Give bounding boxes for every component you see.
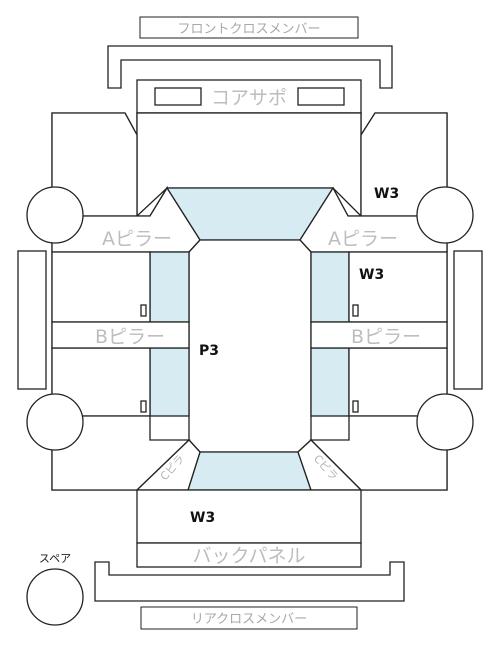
spare-tire: スペア (26, 552, 84, 626)
tire-front-right (416, 186, 474, 244)
tire-rear-right (416, 393, 474, 451)
rear-cross-member-label: リアクロスメンバー (191, 612, 307, 627)
front-bumper (107, 45, 393, 89)
tire-rear-left (26, 393, 84, 451)
front-cross-member: フロントクロスメンバー (139, 16, 359, 39)
front-door-glass-right (310, 251, 350, 323)
door-handle-rear-left (140, 400, 147, 413)
door-handle-front-right (352, 304, 359, 317)
core-support-label: コアサポ (211, 87, 287, 109)
rear-window (187, 451, 312, 491)
rear-cross-member: リアクロスメンバー (140, 606, 358, 630)
code-roof: P3 (199, 343, 219, 359)
headlight-left (154, 87, 202, 106)
side-step-right (453, 250, 483, 390)
rear-door-glass-left (149, 347, 190, 417)
back-panel-box (136, 542, 362, 568)
back-panel-label: バックパネル (192, 545, 305, 567)
code-front-door-glass-right: W3 (359, 267, 384, 283)
rear-cross-member-box (140, 606, 358, 630)
trunk-lid (136, 489, 362, 544)
a-pillar-left-label: Aピラー (102, 228, 172, 250)
b-pillar-right-band (310, 321, 448, 349)
front-door-right (348, 251, 448, 323)
door-handle-front-left (140, 304, 147, 317)
front-door-glass-left (149, 251, 190, 323)
b-pillar-left-band (51, 321, 190, 349)
back-panel: バックパネル (136, 542, 362, 568)
door-handle-rear-right (352, 400, 359, 413)
side-step-left (17, 250, 47, 390)
code-rear-glass: W3 (190, 510, 215, 526)
b-pillar-left-label: Bピラー (95, 326, 165, 348)
front-cross-member-label: フロントクロスメンバー (177, 22, 320, 37)
b-pillar-right-label: Bピラー (351, 326, 421, 348)
tire-front-left (26, 186, 84, 244)
headlight-right (297, 87, 345, 106)
spare-tire-circle (26, 568, 84, 626)
a-pillar-right-label: Aピラー (328, 228, 398, 250)
front-cross-member-box (139, 16, 359, 39)
front-door-left (51, 251, 151, 323)
rear-door-glass-right (310, 347, 350, 417)
rear-bumper (94, 561, 405, 602)
code-front-glass: W3 (374, 186, 399, 202)
core-support: コアサポ (136, 79, 362, 114)
spare-label: スペア (39, 552, 71, 565)
